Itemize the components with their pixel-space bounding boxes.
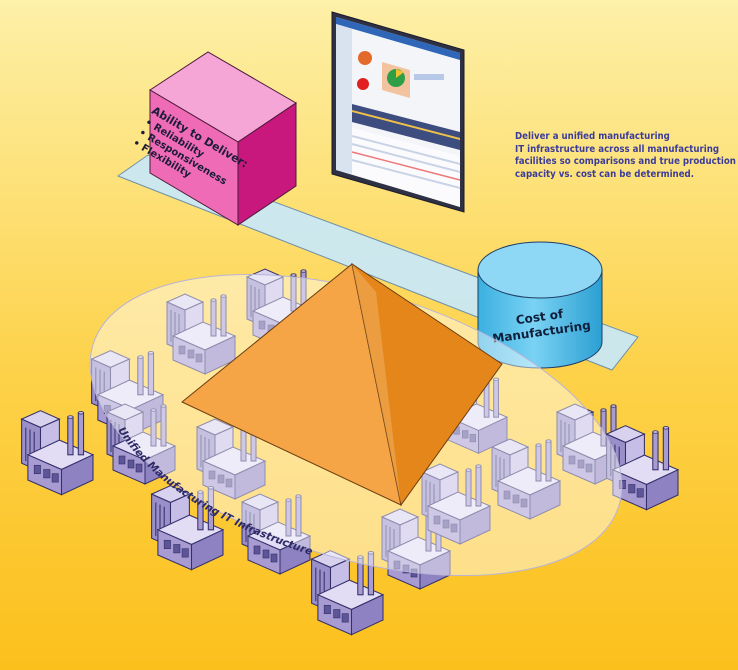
cylinder-label-line1: Cost of — [515, 307, 565, 328]
database-cylinder-icon: Cost of Manufacturing — [477, 241, 603, 369]
caption-line: IT infrastructure across all manufacturi… — [515, 143, 720, 155]
pyramid-icon — [181, 262, 503, 507]
caption-line: Deliver a unified manufacturing — [515, 131, 670, 142]
dashboard-screen-icon — [331, 11, 465, 213]
factory-icon — [21, 410, 94, 496]
caption-line: facilities so comparisons and true produ… — [515, 156, 736, 168]
caption: Deliver a unified manufacturing IT infra… — [515, 131, 736, 181]
ability-box: Ability to Deliver: • Reliability • Resp… — [131, 51, 297, 226]
caption-line: capacity vs. cost can be determined. — [515, 168, 695, 180]
